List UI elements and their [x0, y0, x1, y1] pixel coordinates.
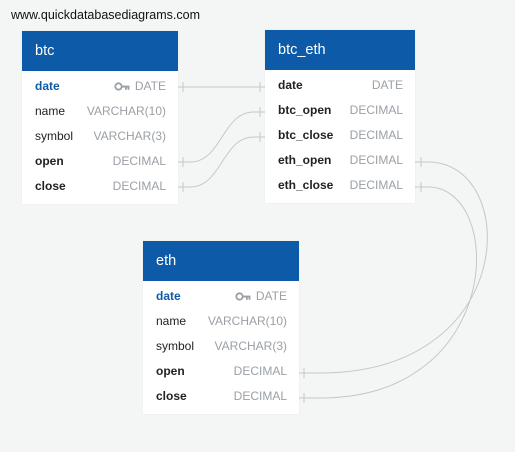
table-row[interactable]: date DATE: [22, 74, 178, 99]
table-eth[interactable]: eth date DATE name VARCHAR(10) symbol VA…: [143, 241, 299, 414]
column-name: btc_open: [278, 103, 332, 117]
table-row[interactable]: open DECIMAL: [22, 149, 178, 174]
column-name: eth_close: [278, 178, 334, 192]
column-type: DECIMAL: [112, 154, 166, 168]
column-type: DECIMAL: [112, 179, 166, 193]
column-name: close: [156, 389, 187, 403]
column-name: eth_open: [278, 153, 332, 167]
column-name: symbol: [156, 339, 195, 353]
column-type: DECIMAL: [233, 389, 287, 403]
table-btc[interactable]: btc date DATE name VARCHAR(10) symbol VA…: [22, 31, 178, 204]
column-type: VARCHAR(3): [93, 129, 166, 143]
connector-btc-eth-eth-close-to-eth-close: [299, 186, 477, 399]
column-type: DECIMAL: [233, 364, 287, 378]
column-name: btc_close: [278, 128, 334, 142]
table-row[interactable]: btc_close DECIMAL: [265, 123, 415, 148]
table-row[interactable]: close DECIMAL: [143, 384, 299, 409]
column-type: DATE: [255, 289, 287, 303]
column-type: DECIMAL: [349, 178, 403, 192]
column-name: name: [156, 314, 187, 328]
connector-btc-eth-eth-open-to-eth-open: [299, 161, 488, 374]
table-row[interactable]: name VARCHAR(10): [22, 99, 178, 124]
column-name: close: [35, 179, 66, 193]
column-name: symbol: [35, 129, 74, 143]
column-type: DECIMAL: [349, 153, 403, 167]
table-row[interactable]: name VARCHAR(10): [143, 309, 299, 334]
table-btc-eth[interactable]: btc_eth date DATE btc_open DECIMAL btc_c…: [265, 30, 415, 203]
column-type: DECIMAL: [349, 128, 403, 142]
table-row[interactable]: btc_open DECIMAL: [265, 98, 415, 123]
column-name: open: [156, 364, 185, 378]
column-type: VARCHAR(3): [214, 339, 287, 353]
table-row[interactable]: date DATE: [265, 73, 415, 98]
column-name: date: [35, 79, 60, 93]
column-name: open: [35, 154, 64, 168]
table-row[interactable]: date DATE: [143, 284, 299, 309]
table-row[interactable]: open DECIMAL: [143, 359, 299, 384]
table-row[interactable]: symbol VARCHAR(3): [143, 334, 299, 359]
column-name: name: [35, 104, 66, 118]
table-title[interactable]: btc_eth: [265, 30, 415, 70]
column-type: DECIMAL: [349, 103, 403, 117]
column-type: VARCHAR(10): [207, 314, 287, 328]
table-title[interactable]: eth: [143, 241, 299, 281]
column-type: DATE: [371, 78, 403, 92]
primary-key-icon: [114, 82, 130, 91]
primary-key-icon: [235, 292, 251, 301]
column-name: date: [278, 78, 303, 92]
watermark: www.quickdatabasediagrams.com: [11, 8, 200, 22]
column-type: VARCHAR(10): [86, 104, 166, 118]
table-row[interactable]: eth_open DECIMAL: [265, 148, 415, 173]
connector-btc-close-to-btc-eth-btc-close: [178, 136, 265, 188]
column-type: DATE: [134, 79, 166, 93]
table-row[interactable]: symbol VARCHAR(3): [22, 124, 178, 149]
table-title[interactable]: btc: [22, 31, 178, 71]
connector-btc-open-to-btc-eth-btc-open: [178, 111, 265, 163]
column-name: date: [156, 289, 181, 303]
table-row[interactable]: eth_close DECIMAL: [265, 173, 415, 198]
table-row[interactable]: close DECIMAL: [22, 174, 178, 199]
